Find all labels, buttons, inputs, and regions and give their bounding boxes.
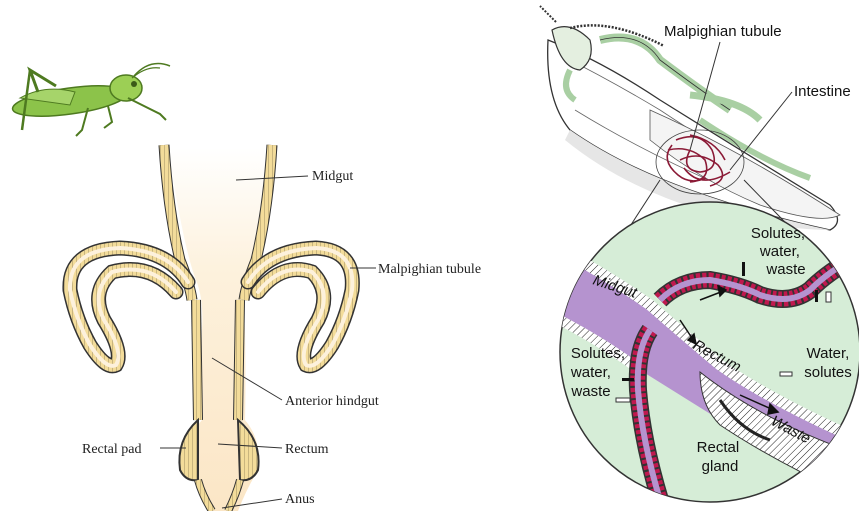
rectal-pad-right	[238, 420, 259, 480]
label-intestine: Intestine	[794, 83, 851, 100]
grasshopper-illustration	[11, 64, 170, 136]
transport-mark	[780, 372, 792, 376]
transport-mark	[815, 290, 818, 302]
magnified-view: Midgut Rectum Waste Solutes, water, wast…	[550, 202, 859, 502]
label-rectum: Rectum	[285, 442, 329, 457]
label-malpighian-tubule-top: Malpighian tubule	[664, 23, 782, 40]
transport-mark	[616, 398, 630, 402]
label-rectal-pad: Rectal pad	[82, 442, 141, 457]
right-panel: Malpighian tubule Intestine	[540, 6, 859, 502]
label-anterior-hindgut: Anterior hindgut	[285, 394, 379, 409]
left-panel: Midgut Malpighian tubule Anterior hindgu…	[11, 64, 481, 511]
transport-mark	[622, 378, 634, 381]
label-anus: Anus	[285, 492, 315, 507]
transport-mark	[826, 292, 831, 302]
label-malpighian-tubule: Malpighian tubule	[378, 262, 481, 277]
rectal-pad-left	[179, 420, 198, 480]
label-midgut: Midgut	[312, 169, 353, 184]
transport-mark	[742, 262, 745, 276]
